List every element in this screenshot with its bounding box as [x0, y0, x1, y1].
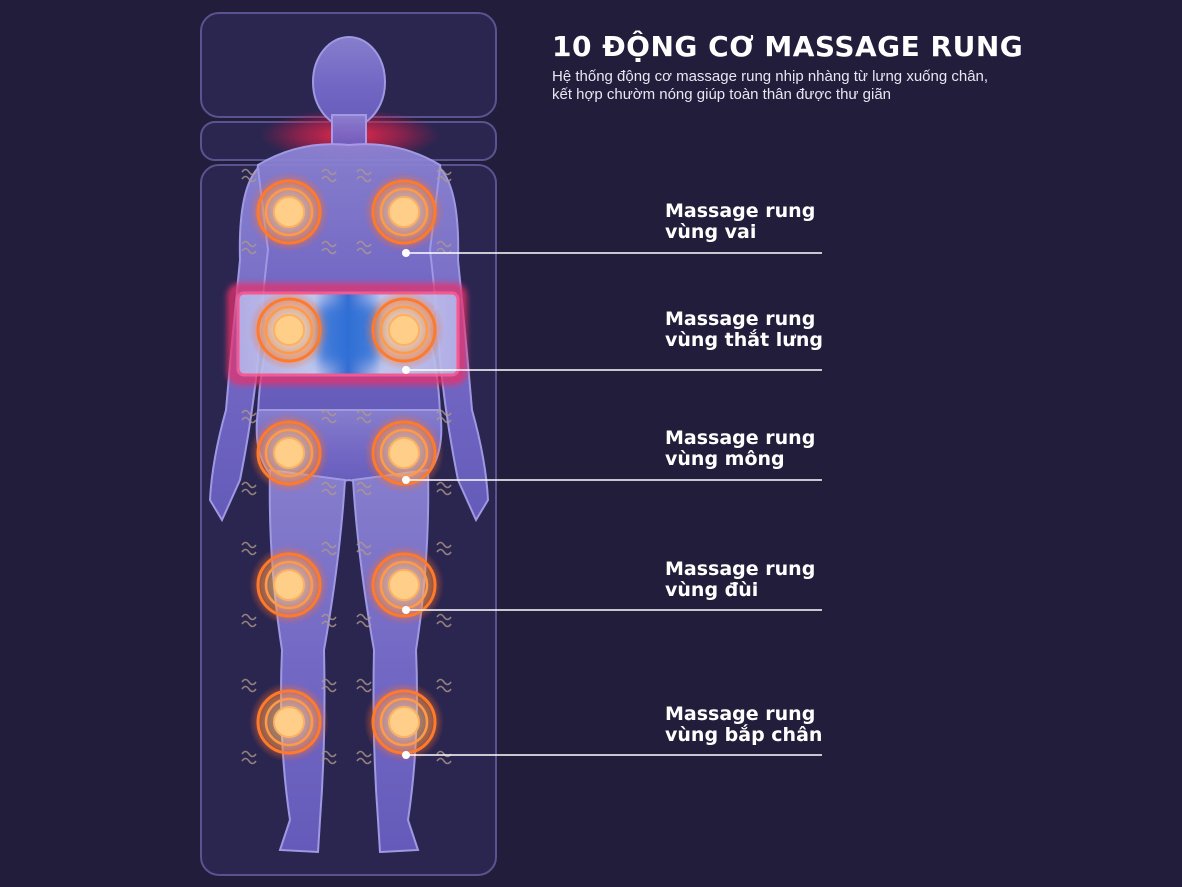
- vibration-icon: [356, 409, 372, 424]
- zone-label-shoulder: Massage rung vùng vai: [665, 201, 815, 243]
- vibration-icon: [356, 750, 372, 765]
- vibration-icon: [356, 613, 372, 628]
- zone-label-line2: vùng mông: [665, 448, 785, 470]
- motor-lumbar-right: [364, 290, 444, 370]
- motor-buttocks-left: [241, 409, 337, 496]
- vibration-icon: [436, 168, 452, 183]
- motor-shoulder-left: [241, 168, 337, 255]
- zone-label-line1: Massage rung: [665, 200, 816, 222]
- zone-label-line2: vùng thắt lưng: [665, 329, 823, 351]
- zone-label-line2: vùng bắp chân: [665, 724, 823, 746]
- leader-line-buttocks: [402, 476, 822, 484]
- motor-buttocks-right: [356, 409, 452, 496]
- vibration-icon: [241, 240, 257, 255]
- zone-label-line2: vùng đùi: [665, 579, 759, 601]
- motor-thigh-left: [241, 541, 337, 628]
- leader-line-calf: [402, 751, 822, 759]
- page-title: 10 ĐỘNG CƠ MASSAGE RUNG: [552, 30, 1024, 63]
- motor-calf-right: [356, 678, 452, 765]
- zone-label-line1: Massage rung: [665, 558, 816, 580]
- zone-label-line1: Massage rung: [665, 427, 816, 449]
- vibration-icon: [356, 481, 372, 496]
- vibration-icon: [356, 168, 372, 183]
- vibration-icon: [356, 240, 372, 255]
- zone-label-lumbar: Massage rung vùng thắt lưng: [665, 309, 823, 351]
- vibration-icon: [241, 409, 257, 424]
- vibration-icon: [436, 678, 452, 693]
- vibration-icon: [321, 678, 337, 693]
- motor-thigh-right: [356, 541, 452, 628]
- vibration-icon: [241, 613, 257, 628]
- motor-calf-left: [241, 678, 337, 765]
- vibration-icon: [241, 541, 257, 556]
- vibration-icon: [241, 750, 257, 765]
- motor-group: [241, 168, 452, 765]
- zone-label-buttocks: Massage rung vùng mông: [665, 428, 815, 470]
- vibration-icon: [241, 168, 257, 183]
- vibration-icon: [436, 409, 452, 424]
- zone-label-line2: vùng vai: [665, 221, 757, 243]
- motor-lumbar-left: [249, 290, 329, 370]
- vibration-icon: [241, 481, 257, 496]
- vibration-icon: [356, 541, 372, 556]
- vibration-icon: [241, 678, 257, 693]
- vibration-icon: [321, 409, 337, 424]
- leader-line-group: [402, 249, 822, 759]
- vibration-icon: [321, 750, 337, 765]
- page-description: Hệ thống động cơ massage rung nhịp nhàng…: [552, 68, 989, 103]
- vibration-icon: [356, 678, 372, 693]
- zone-label-calf: Massage rung vùng bắp chân: [665, 704, 822, 746]
- leader-line-lumbar: [402, 366, 822, 374]
- vibration-icon: [436, 541, 452, 556]
- vibration-icon: [321, 240, 337, 255]
- vibration-icon: [436, 750, 452, 765]
- zone-label-thigh: Massage rung vùng đùi: [665, 559, 815, 601]
- vibration-icon: [321, 541, 337, 556]
- zone-label-line1: Massage rung: [665, 308, 816, 330]
- vibration-icon: [436, 613, 452, 628]
- motor-shoulder-right: [356, 168, 452, 255]
- leader-line-shoulder: [402, 249, 822, 257]
- leader-line-thigh: [402, 606, 822, 614]
- vibration-icon: [321, 168, 337, 183]
- vibration-icon: [436, 481, 452, 496]
- zone-label-line1: Massage rung: [665, 703, 816, 725]
- vibration-icon: [321, 613, 337, 628]
- vibration-icon: [321, 481, 337, 496]
